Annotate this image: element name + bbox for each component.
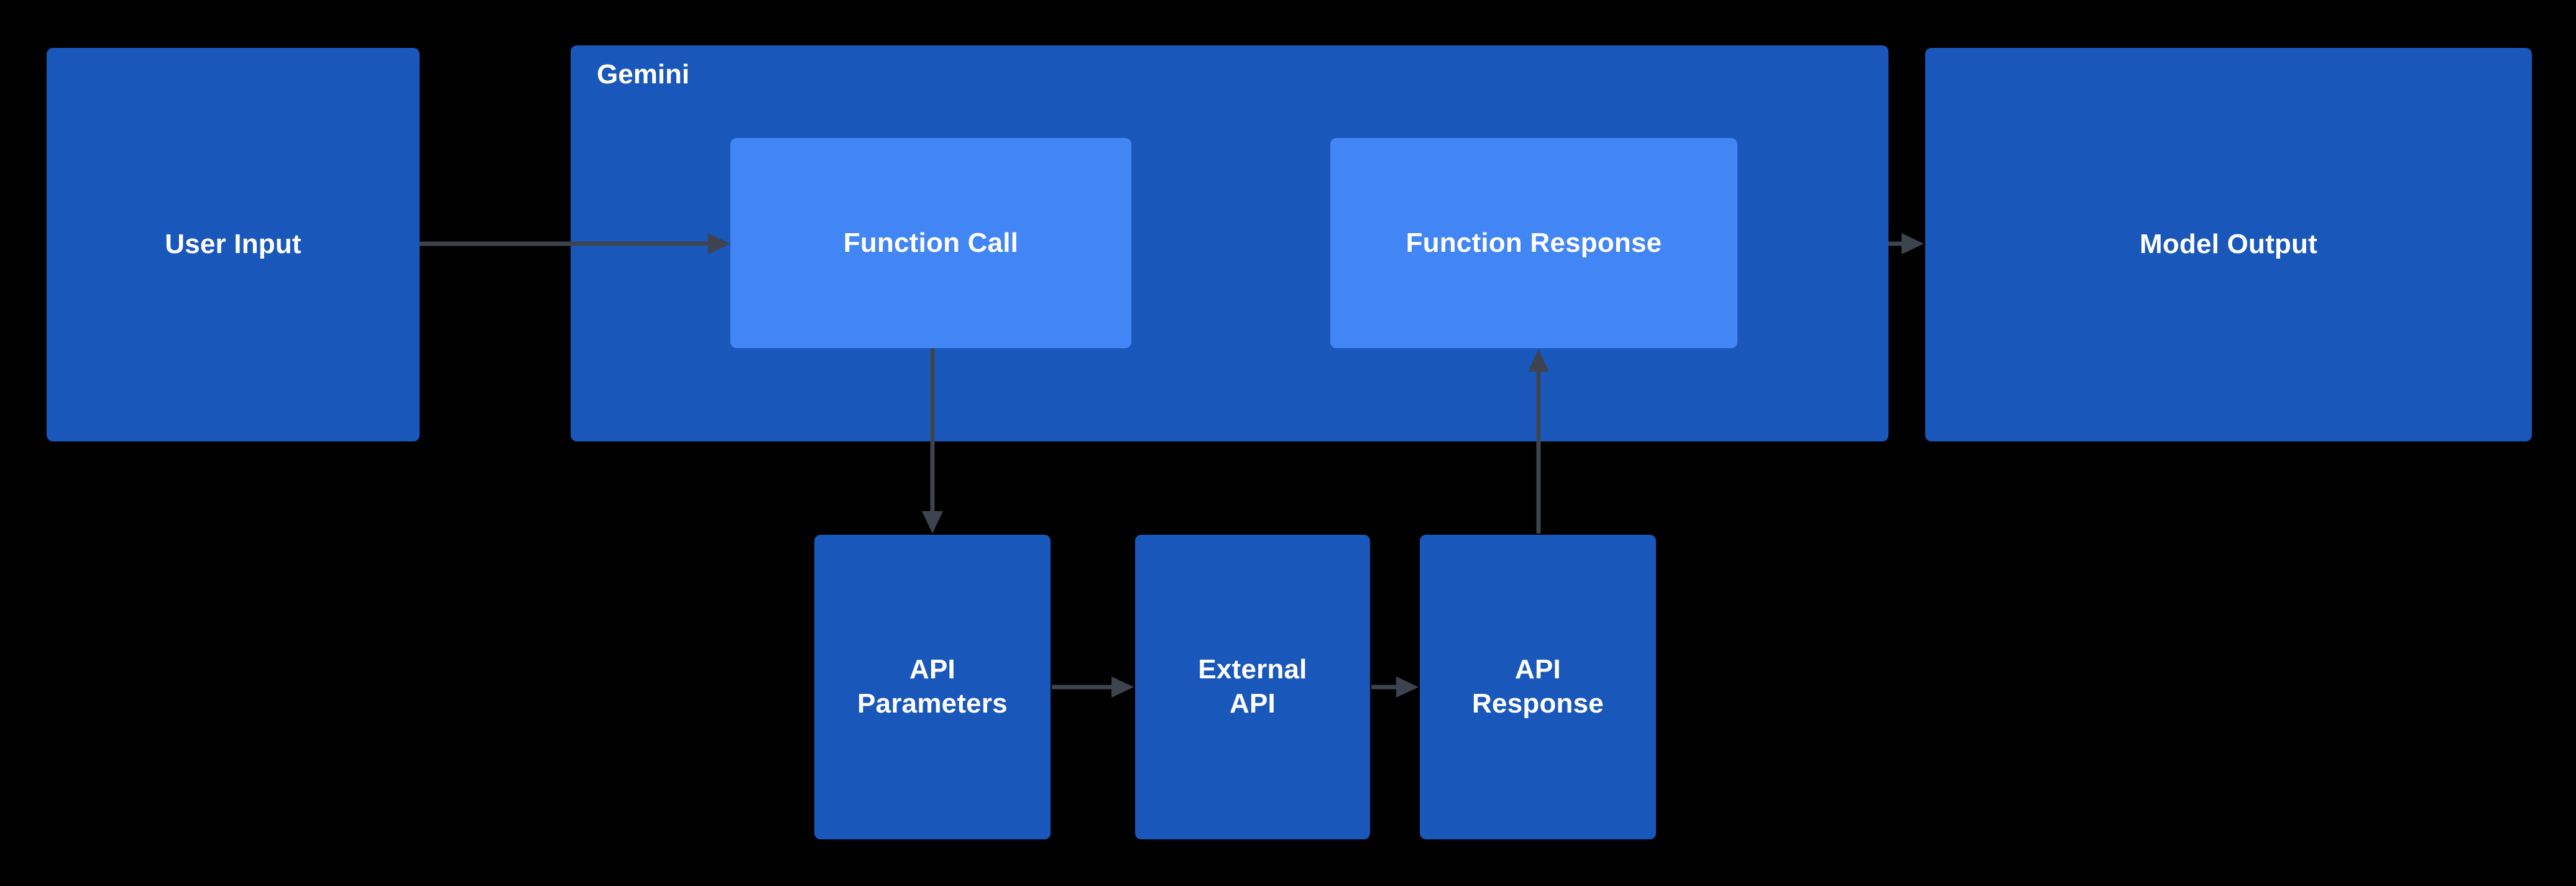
node-model-output[interactable]: Model Output	[1925, 48, 2532, 441]
node-api-parameters[interactable]: API Parameters	[814, 535, 1051, 839]
node-label-function-response: Function Response	[1405, 227, 1662, 258]
node-label-model-output: Model Output	[2140, 229, 2317, 260]
node-label-api-parameters: API Parameters	[857, 654, 1008, 719]
node-label-function-call: Function Call	[843, 227, 1019, 258]
node-label-external-api: External API	[1198, 654, 1307, 719]
node-external-api[interactable]: External API	[1135, 535, 1370, 839]
gemini-group-label: Gemini	[597, 59, 690, 90]
node-api-response[interactable]: API Response	[1420, 535, 1656, 839]
node-function-call[interactable]: Function Call	[730, 138, 1131, 348]
node-label-api-response: API Response	[1472, 654, 1604, 719]
node-user-input[interactable]: User Input	[47, 48, 420, 441]
node-function-response[interactable]: Function Response	[1330, 138, 1737, 348]
node-label-user-input: User Input	[165, 229, 301, 260]
